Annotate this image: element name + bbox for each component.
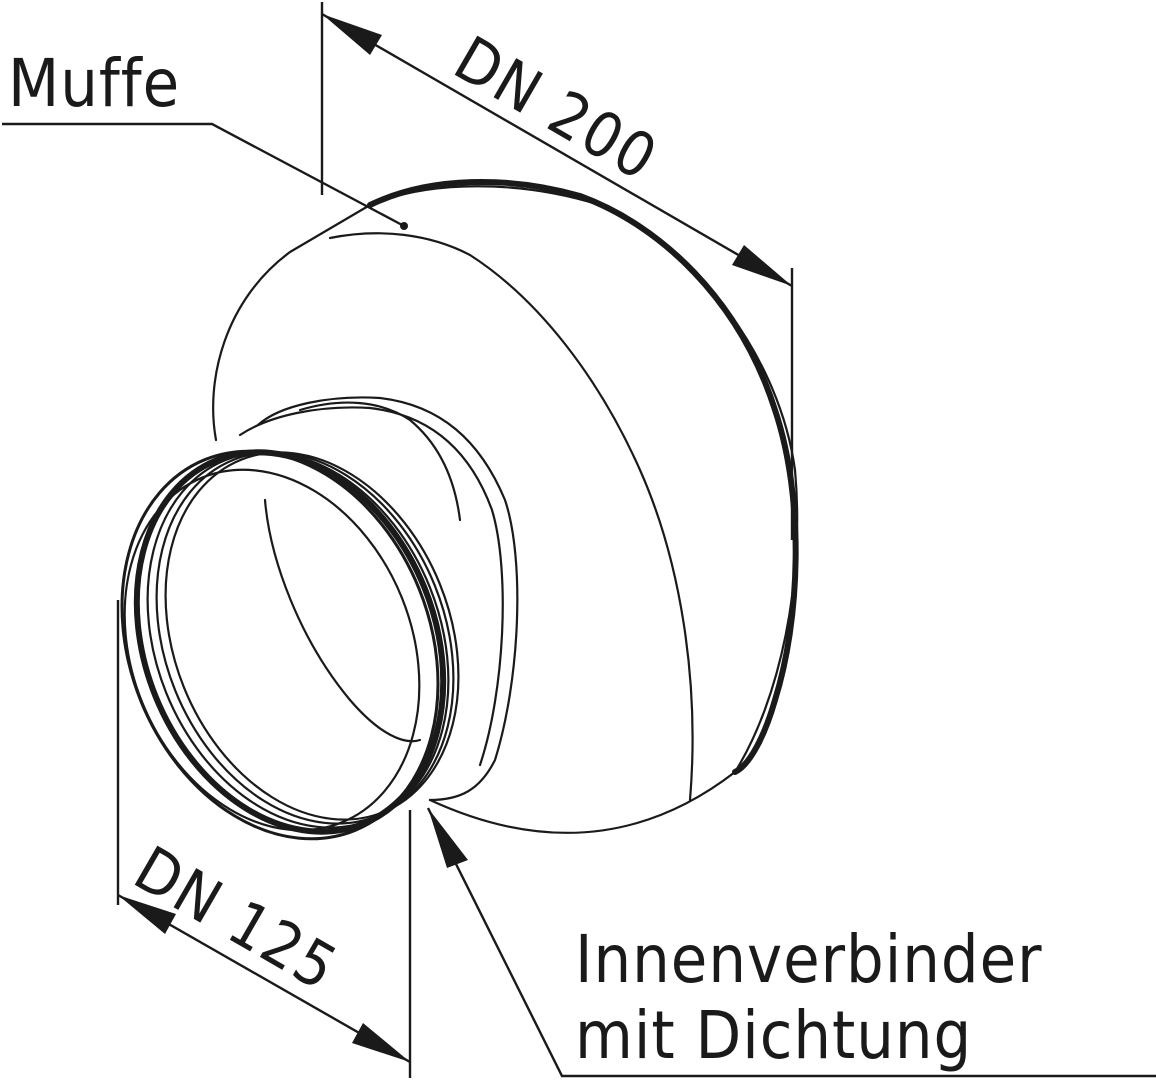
dn200-arrow-left <box>322 14 382 55</box>
cone-shoulder-ring <box>298 401 462 522</box>
gasket-ring-4 <box>164 451 460 821</box>
dimension-dn125: DN 125 <box>116 600 412 1078</box>
inner-contour <box>263 498 422 743</box>
callout-innenverbinder: Innenverbinder mit Dichtung <box>426 807 1156 1078</box>
cone-shoulder-inner <box>238 406 504 767</box>
muffe-leader-line <box>2 122 405 228</box>
dn200-label: DN 200 <box>443 22 671 196</box>
muffe-leader-dot <box>400 222 408 230</box>
muffe-band <box>328 232 694 802</box>
inner-bore <box>123 468 421 832</box>
dn200-arrow-right <box>732 245 792 286</box>
callout-muffe: Muffe <box>2 45 408 230</box>
connector-label-line2: mit Dichtung <box>575 997 972 1074</box>
connector-label-line1: Innenverbinder <box>575 921 1043 998</box>
connector-leader-line <box>426 807 1156 1078</box>
gasket-ring-1 <box>133 449 447 835</box>
inner-connector <box>120 449 460 841</box>
reducer-body <box>212 178 799 834</box>
connector-leader-arrow <box>428 808 468 868</box>
dimension-dn200: DN 200 <box>320 2 794 540</box>
dn200-dimension-line <box>321 12 793 288</box>
gasket-ring-3 <box>155 451 455 825</box>
large-rim-edge <box>367 178 799 775</box>
muffe-label: Muffe <box>8 45 180 122</box>
dn125-arrow-left <box>118 895 176 934</box>
gasket-ring-2 <box>146 451 450 829</box>
cone-shoulder <box>256 396 519 802</box>
dn125-arrow-right <box>352 1023 410 1062</box>
cone-silhouette <box>212 185 799 834</box>
